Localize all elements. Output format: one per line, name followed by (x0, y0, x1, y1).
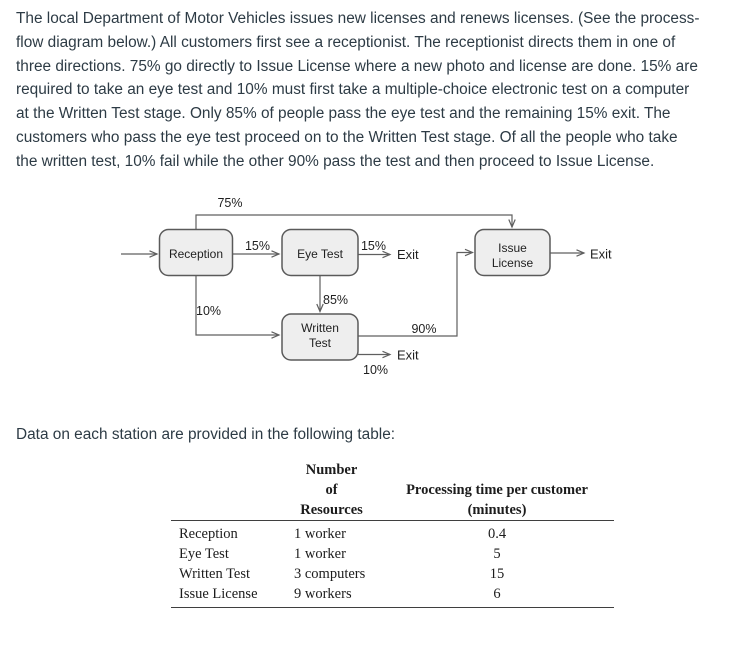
header-station-empty (171, 460, 294, 520)
node-written-test-label: Test (309, 336, 332, 350)
flow-10-reception-to-written (195, 275, 279, 336)
table-row: Reception 1 worker 0.4 (171, 524, 614, 544)
node-reception (158, 228, 234, 277)
label-exit-after-eye: Exit (397, 247, 419, 262)
header-line: (minutes) (467, 502, 527, 518)
cell-resources: 9 workers (294, 586, 352, 602)
node-written-test (281, 313, 359, 361)
cell-resources: 3 computers (294, 566, 366, 582)
label-pct-10-to-written: 10% (196, 304, 221, 318)
cell-time: 5 (493, 546, 501, 562)
node-eye-test (281, 228, 359, 277)
table-caption: Data on each station are provided in the… (16, 426, 396, 443)
intro-line: required to take an eye test and 10% mus… (16, 81, 690, 99)
header-processing-time: Processing time per customer (minutes) (406, 460, 588, 520)
process-flow-diagram: Reception Eye Test Written Test Issue Li… (121, 196, 612, 377)
node-issue-license-label: Issue (498, 241, 527, 255)
label-pct-15-to-eye: 15% (245, 239, 270, 253)
label-exit-after-issue: Exit (590, 247, 612, 262)
label-pct-10-to-exit: 10% (363, 363, 388, 377)
cell-resources: 1 worker (294, 526, 346, 542)
station-data-table: Number of Resources Processing time per … (171, 460, 614, 608)
intro-line: The local Department of Motor Vehicles i… (16, 10, 700, 27)
intro-line: three directions. 75% go directly to Iss… (16, 57, 698, 75)
intro-paragraph: The local Department of Motor Vehicles i… (16, 7, 731, 174)
label-pct-75: 75% (217, 196, 242, 210)
table-header-row: Number of Resources Processing time per … (171, 460, 614, 521)
cell-station: Reception (179, 526, 238, 542)
flow-90-written-to-issue (358, 253, 473, 337)
table-body: Reception 1 worker 0.4 Eye Test 1 worker… (171, 521, 614, 608)
header-line: Resources (300, 502, 363, 518)
table-row: Written Test 3 computers 15 (171, 564, 614, 584)
label-pct-15-to-exit: 15% (361, 239, 386, 253)
node-issue-license (474, 228, 551, 277)
cell-station: Eye Test (179, 546, 229, 562)
header-line: of (325, 482, 338, 498)
intro-line: at the Written Test stage. Only 85% of p… (16, 105, 671, 123)
cell-time: 0.4 (487, 526, 507, 542)
header-line: Processing time per customer (406, 482, 588, 498)
node-issue-license-label: License (492, 256, 534, 270)
cell-station: Written Test (179, 566, 251, 582)
intro-line: the written test, 10% fail while the oth… (16, 152, 655, 170)
intro-line: customers who pass the eye test proceed … (16, 128, 678, 146)
label-pct-85: 85% (323, 293, 348, 307)
intro-line: flow diagram below.) All customers first… (16, 33, 676, 51)
cell-station: Issue License (179, 586, 258, 602)
cell-resources: 1 worker (294, 546, 346, 562)
node-reception-label: Reception (169, 247, 223, 261)
label-pct-90: 90% (411, 322, 436, 336)
cell-time: 15 (489, 566, 505, 582)
table-row: Eye Test 1 worker 5 (171, 544, 614, 564)
header-number-of-resources: Number of Resources (294, 460, 414, 520)
node-written-test-label: Written (301, 321, 339, 335)
node-eye-test-label: Eye Test (297, 247, 343, 261)
flow-75-reception-to-issue (195, 214, 512, 229)
header-line: Number (305, 462, 358, 478)
table-row: Issue License 9 workers 6 (171, 584, 614, 604)
cell-time: 6 (493, 586, 501, 602)
label-exit-after-written: Exit (397, 348, 419, 363)
